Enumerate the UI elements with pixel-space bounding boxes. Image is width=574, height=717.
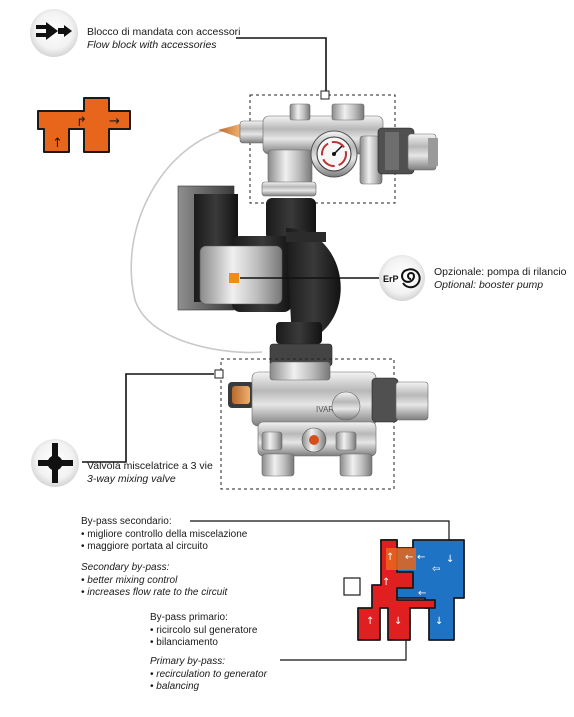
- svg-text:↓: ↓: [394, 616, 402, 627]
- svg-text:←: ←: [417, 552, 425, 563]
- secondary-bypass-title-it: By-pass secondario:: [81, 516, 172, 527]
- svg-text:↓: ↓: [446, 554, 454, 565]
- svg-text:IVAR: IVAR: [316, 405, 334, 414]
- flow-block-label-it: Blocco di mandata con accessori: [87, 26, 241, 38]
- pump-label-it: Opzionale: pompa di rilancio: [434, 266, 567, 278]
- mixing-valve-label-en: 3-way mixing valve: [87, 473, 176, 485]
- svg-text:↓: ↓: [435, 616, 443, 627]
- primary-bypass-en: Primary by-pass: recirculation to genera…: [150, 656, 267, 694]
- svg-text:←: ←: [418, 588, 426, 599]
- svg-text:↱: ↱: [76, 115, 87, 130]
- mixing-valve-highlight-box: [220, 358, 395, 490]
- svg-text:⇦: ⇦: [432, 564, 440, 575]
- pump-illustration: [177, 185, 341, 367]
- bypass-schematic: ↑ ← ← ⇦ ↓ ↑ ↑ ↓ ↓ ←: [343, 539, 465, 641]
- svg-text:↑: ↑: [366, 616, 374, 627]
- svg-text:←: ←: [405, 552, 413, 563]
- flow-block-illustration: [218, 103, 438, 197]
- flow-block-icon: [30, 9, 78, 57]
- pump-label-en: Optional: booster pump: [434, 279, 544, 291]
- svg-text:↑: ↑: [386, 552, 394, 563]
- svg-text:↑: ↑: [52, 136, 63, 151]
- list-item: recirculation to generator: [150, 669, 267, 682]
- list-item: better mixing control: [81, 575, 227, 588]
- secondary-bypass-title-en: Secondary by-pass:: [81, 562, 170, 573]
- mixing-valve-label-it: Valvola miscelatrice a 3 vie: [87, 460, 213, 472]
- secondary-bypass-it: By-pass secondario: migliore controllo d…: [81, 516, 247, 554]
- list-item: ricircolo sul generatore: [150, 625, 257, 638]
- list-item: bilanciamento: [150, 637, 257, 650]
- list-item: maggiore portata al circuito: [81, 541, 247, 554]
- secondary-bypass-en: Secondary by-pass: better mixing control…: [81, 562, 227, 600]
- list-item: balancing: [150, 681, 267, 694]
- capillary-tube: [130, 130, 263, 354]
- svg-text:→: →: [109, 114, 120, 129]
- pump-spiral-icon: ErP: [379, 255, 425, 301]
- flow-block-schematic-icon: ↱ → ↑: [37, 97, 131, 153]
- svg-text:↑: ↑: [382, 577, 390, 588]
- list-item: migliore controllo della miscelazione: [81, 529, 247, 542]
- mixing-valve-anchor-square: [214, 369, 224, 379]
- flow-block-leader-line: [236, 37, 327, 93]
- flow-block-anchor-square: [320, 90, 330, 100]
- primary-bypass-title-it: By-pass primario:: [150, 612, 228, 623]
- erp-badge: ErP: [383, 274, 399, 284]
- mixing-valve-icon: [31, 439, 79, 487]
- mixing-valve-leader-line: [82, 373, 214, 463]
- primary-bypass-title-en: Primary by-pass:: [150, 656, 226, 667]
- flow-block-label-en: Flow block with accessories: [87, 39, 217, 51]
- list-item: increases flow rate to the circuit: [81, 587, 227, 600]
- pump-marker: [229, 273, 239, 283]
- primary-bypass-it: By-pass primario: ricircolo sul generato…: [150, 612, 257, 650]
- mixing-valve-illustration: IVAR: [228, 361, 429, 477]
